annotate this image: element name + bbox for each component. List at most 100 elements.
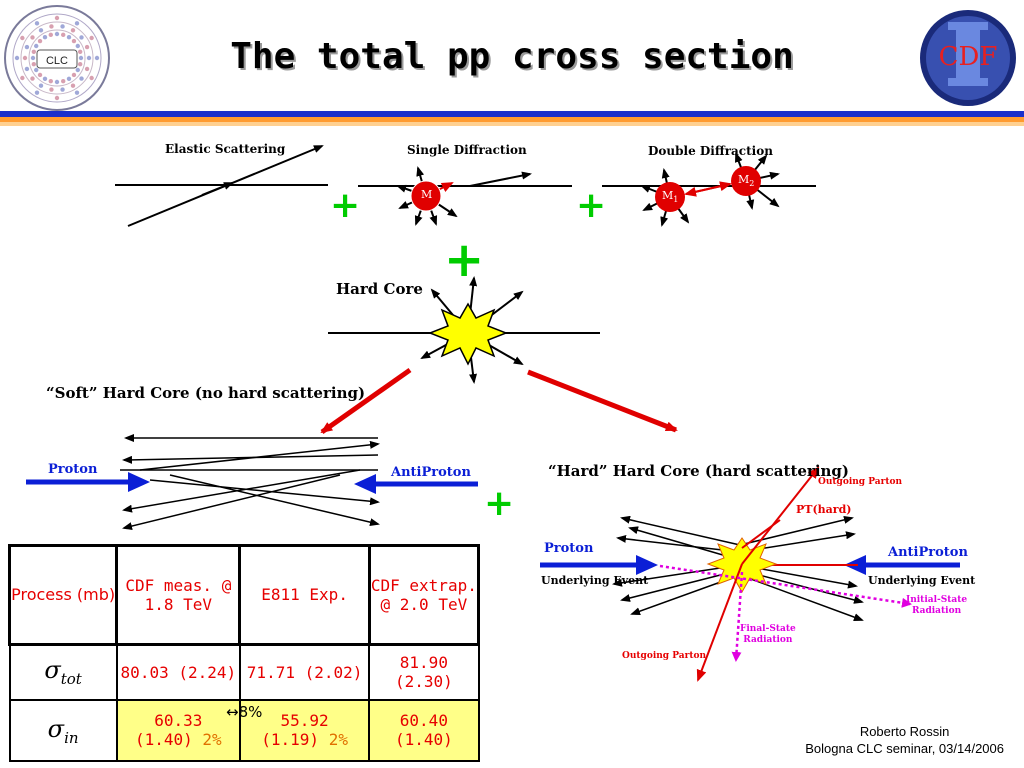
cross-section-table: Process (mb) CDF meas. @ 1.8 TeV E811 Ex…	[7, 544, 481, 763]
clc-logo-dot	[70, 83, 76, 88]
clc-logo-dot	[89, 35, 94, 41]
plus-sign-3: +	[444, 232, 485, 288]
cdf-logo: CDF	[920, 10, 1016, 106]
header-cdf-meas: CDF meas. @ 1.8 TeV	[115, 544, 242, 646]
plus-sign-4: +	[484, 483, 515, 524]
header-e811: E811 Exp.	[238, 544, 371, 646]
underlying-event-left-label: Underlying Event	[541, 574, 649, 587]
hard-core-diagram	[328, 276, 600, 384]
clc-logo-dot	[84, 66, 90, 72]
clc-logo-dot	[20, 35, 25, 41]
clc-logo-dot	[60, 24, 65, 29]
header-bar-blue	[0, 111, 1024, 117]
clc-logo-dot	[42, 76, 48, 81]
clc-logo: CLC	[4, 5, 110, 111]
sigma-tot-cdf: 80.03 (2.24)	[115, 643, 241, 701]
clc-logo-dot	[49, 24, 54, 29]
clc-logo-dot	[77, 49, 83, 54]
arrow-to-soft	[320, 367, 412, 435]
clc-logo-dot	[34, 43, 39, 49]
clc-logo-dot	[75, 43, 80, 49]
clc-logo-text: CLC	[46, 55, 68, 67]
clc-logo-dot	[38, 28, 44, 33]
clc-logo-dot	[24, 66, 30, 72]
clc-logo-dot	[54, 95, 60, 101]
fsr-label: Final-State Radiation	[740, 624, 796, 645]
elastic-diagram	[115, 145, 328, 227]
clc-logo-dot	[74, 90, 80, 95]
soft-proton-label: Proton	[48, 462, 98, 477]
mass-m2-label: M2	[738, 173, 755, 189]
table-row: σin 60.33(1.40) 2% 55.92(1.19) 2% 60.40 …	[8, 698, 480, 763]
clc-logo-dot	[34, 67, 39, 73]
clc-logo-dot	[54, 79, 60, 85]
clc-logo-dot	[84, 44, 90, 50]
sigma-tot-symbol: σtot	[8, 643, 118, 701]
sigma-in-e811: 55.92(1.19) 2%	[238, 698, 371, 763]
clc-logo-dot	[31, 62, 37, 67]
plus-sign-1: +	[330, 185, 361, 226]
clc-logo-dot	[86, 55, 92, 61]
clc-logo-dot	[34, 21, 40, 26]
cdf-logo-text: CDF	[939, 42, 998, 72]
soft-core-label: “Soft” Hard Core (no hard scattering)	[46, 384, 366, 402]
clc-logo-dot	[66, 76, 72, 81]
soft-core-diagram	[26, 434, 478, 530]
clc-logo-dot	[20, 75, 25, 81]
clc-logo-dot	[75, 67, 80, 73]
clc-logo-dot	[70, 28, 76, 33]
sigma-in-symbol: σin	[8, 698, 118, 763]
arrow-to-hard	[527, 369, 678, 433]
clc-logo-dot	[71, 72, 77, 78]
header-bar-peach	[0, 122, 1024, 126]
sigma-in-cdf: 60.33(1.40) 2%	[115, 698, 241, 763]
header-cdf-extrap: CDF extrap. @ 2.0 TeV	[367, 544, 481, 646]
single-diffraction-diagram	[358, 166, 572, 226]
elastic-label: Elastic Scattering	[165, 142, 286, 156]
underlying-event-right-label: Underlying Event	[868, 574, 976, 587]
clc-logo-dot	[74, 21, 80, 26]
clc-logo-dot	[60, 87, 65, 92]
outgoing-parton-top-label: Outgoing Parton	[818, 477, 903, 487]
clc-logo-dot	[77, 62, 83, 67]
clc-logo-dot	[30, 55, 36, 61]
clc-logo-dot	[24, 44, 30, 50]
clc-logo-dot	[38, 83, 44, 88]
outgoing-parton-bottom-label: Outgoing Parton	[622, 651, 707, 661]
hard-proton-label: Proton	[544, 541, 594, 556]
plus-sign-2: +	[576, 185, 607, 226]
footer: Roberto Rossin Bologna CLC seminar, 03/1…	[805, 723, 1004, 757]
clc-logo-dot	[79, 76, 84, 81]
double-diffraction-diagram	[602, 152, 816, 227]
clc-logo-dot	[78, 55, 84, 61]
clc-logo-dot	[54, 15, 60, 21]
hard-hard-core-label: “Hard” Hard Core (hard scattering)	[548, 462, 850, 480]
pt-hard-label: PT(hard)	[796, 503, 852, 516]
hard-core-label: Hard Core	[336, 280, 423, 298]
clc-logo-dot	[89, 75, 94, 81]
clc-logo-dot	[54, 31, 60, 37]
table-header-row: Process (mb) CDF meas. @ 1.8 TeV E811 Ex…	[7, 544, 481, 646]
hard-scatter-diagram	[540, 466, 960, 682]
clc-logo-dot	[37, 72, 43, 78]
mass-m-label: M	[421, 188, 433, 201]
clc-logo-dot	[94, 55, 100, 61]
clc-logo-dot	[30, 35, 35, 40]
clc-logo-dot	[48, 32, 53, 38]
clc-logo-dot	[22, 55, 28, 61]
clc-logo-dot	[34, 90, 40, 95]
soft-antiproton-label: AntiProton	[391, 465, 471, 480]
clc-logo-dot	[42, 35, 48, 40]
clc-logo-dot	[61, 78, 66, 84]
clc-logo-dot	[66, 35, 72, 40]
diff-8-percent: ↔8%	[226, 703, 263, 721]
double-diffraction-label: Double Diffraction	[648, 144, 773, 158]
sigma-tot-extrap: 81.90 (2.30)	[368, 643, 480, 701]
hard-antiproton-label: AntiProton	[888, 545, 968, 560]
clc-logo-dot	[48, 78, 53, 84]
clc-logo-dot	[61, 32, 66, 38]
isr-label: Initial-State Radiation	[906, 595, 968, 616]
clc-logo-dot	[79, 35, 84, 40]
sigma-in-extrap: 60.40 (1.40)	[368, 698, 480, 763]
